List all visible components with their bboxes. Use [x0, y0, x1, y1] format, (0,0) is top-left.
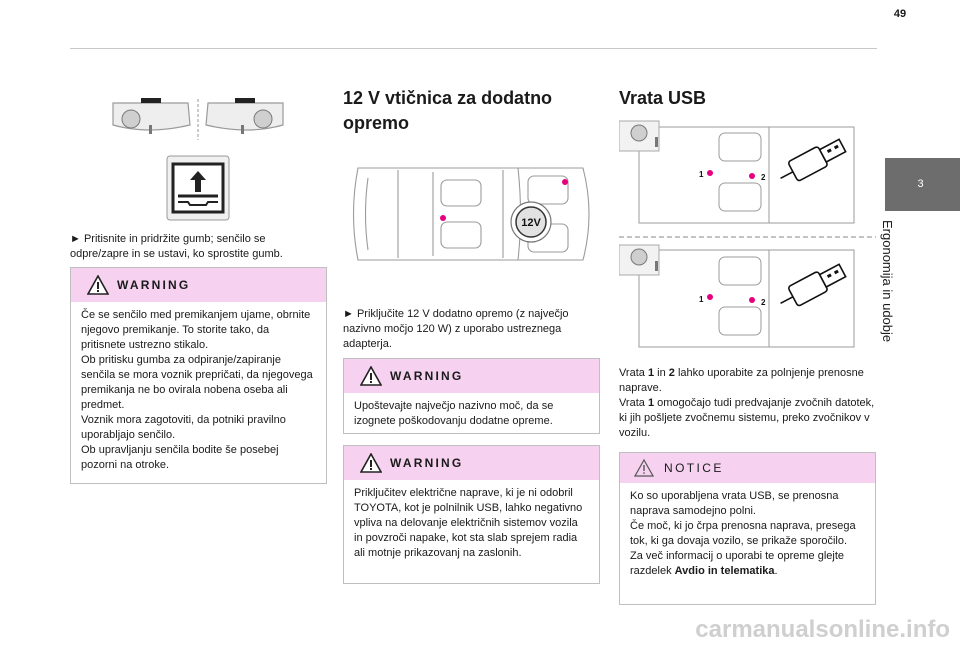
usb-notice-box: NOTICE Ko so uporabljena vrata USB, se p…: [619, 452, 876, 605]
watermark: carmanualsonline.info: [695, 616, 950, 643]
usb-title: Vrata USB: [619, 88, 707, 108]
warning-text: Če se senčilo med premikanjem ujame, obr…: [81, 309, 313, 471]
notice-text: Ko so uporabljena vrata USB, se prenosna…: [630, 490, 856, 577]
socket-warning-box-1: WARNING Upoštevajte največjo nazivno moč…: [343, 358, 600, 434]
warning-icon: [360, 366, 382, 386]
warning-label: WARNING: [390, 456, 464, 470]
sunshade-mirror-illustration: [112, 98, 284, 140]
usb-port-1-label-lower: 1: [699, 295, 704, 304]
van-socket-illustration: 12V: [352, 167, 590, 261]
notice-header: NOTICE: [620, 453, 875, 483]
top-rule: [70, 48, 877, 49]
socket-instruction: ► Priključite 12 V dodatno opremo (z naj…: [343, 308, 569, 350]
warning-icon: [87, 275, 109, 295]
warning-icon: [360, 453, 382, 473]
sunshade-warning-box: WARNING Če se senčilo med premikanjem uj…: [70, 267, 327, 484]
sunshade-instruction: ► Pritisnite in pridržite gumb; senčilo …: [70, 233, 283, 260]
chapter-number: 3: [917, 178, 924, 190]
usb-ports-illustration: 1 2 1 2: [619, 120, 876, 348]
warning-text: Priključitev električne naprave, ki je n…: [354, 487, 583, 559]
warning-header: WARNING: [71, 268, 326, 302]
chapter-tab[interactable]: 3: [885, 158, 960, 211]
warning-header: WARNING: [344, 359, 599, 393]
warning-label: WARNING: [117, 278, 191, 292]
socket-12v-label: 12V: [521, 217, 541, 229]
warning-label: WARNING: [390, 369, 464, 383]
page-number: 49: [893, 8, 907, 20]
chapter-title: Ergonomija in udobje: [880, 220, 895, 343]
warning-header: WARNING: [344, 446, 599, 480]
sunshade-button-icon: [166, 155, 230, 221]
usb-port-1-label: 1: [699, 170, 704, 179]
warning-text: Upoštevajte največjo nazivno moč, da se …: [354, 400, 554, 427]
usb-port-2-label-lower: 2: [761, 298, 766, 307]
socket-title: 12 V vtičnica za dodatno opremo: [343, 88, 553, 133]
notice-label: NOTICE: [664, 461, 724, 475]
usb-port-2-label: 2: [761, 173, 766, 182]
notice-link-audio[interactable]: Avdio in telematika: [674, 565, 775, 577]
notice-icon: [634, 459, 654, 477]
usb-description: Vrata 1 in 2 lahko uporabite za polnjenj…: [619, 367, 875, 439]
socket-warning-box-2: WARNING Priključitev električne naprave,…: [343, 445, 600, 584]
